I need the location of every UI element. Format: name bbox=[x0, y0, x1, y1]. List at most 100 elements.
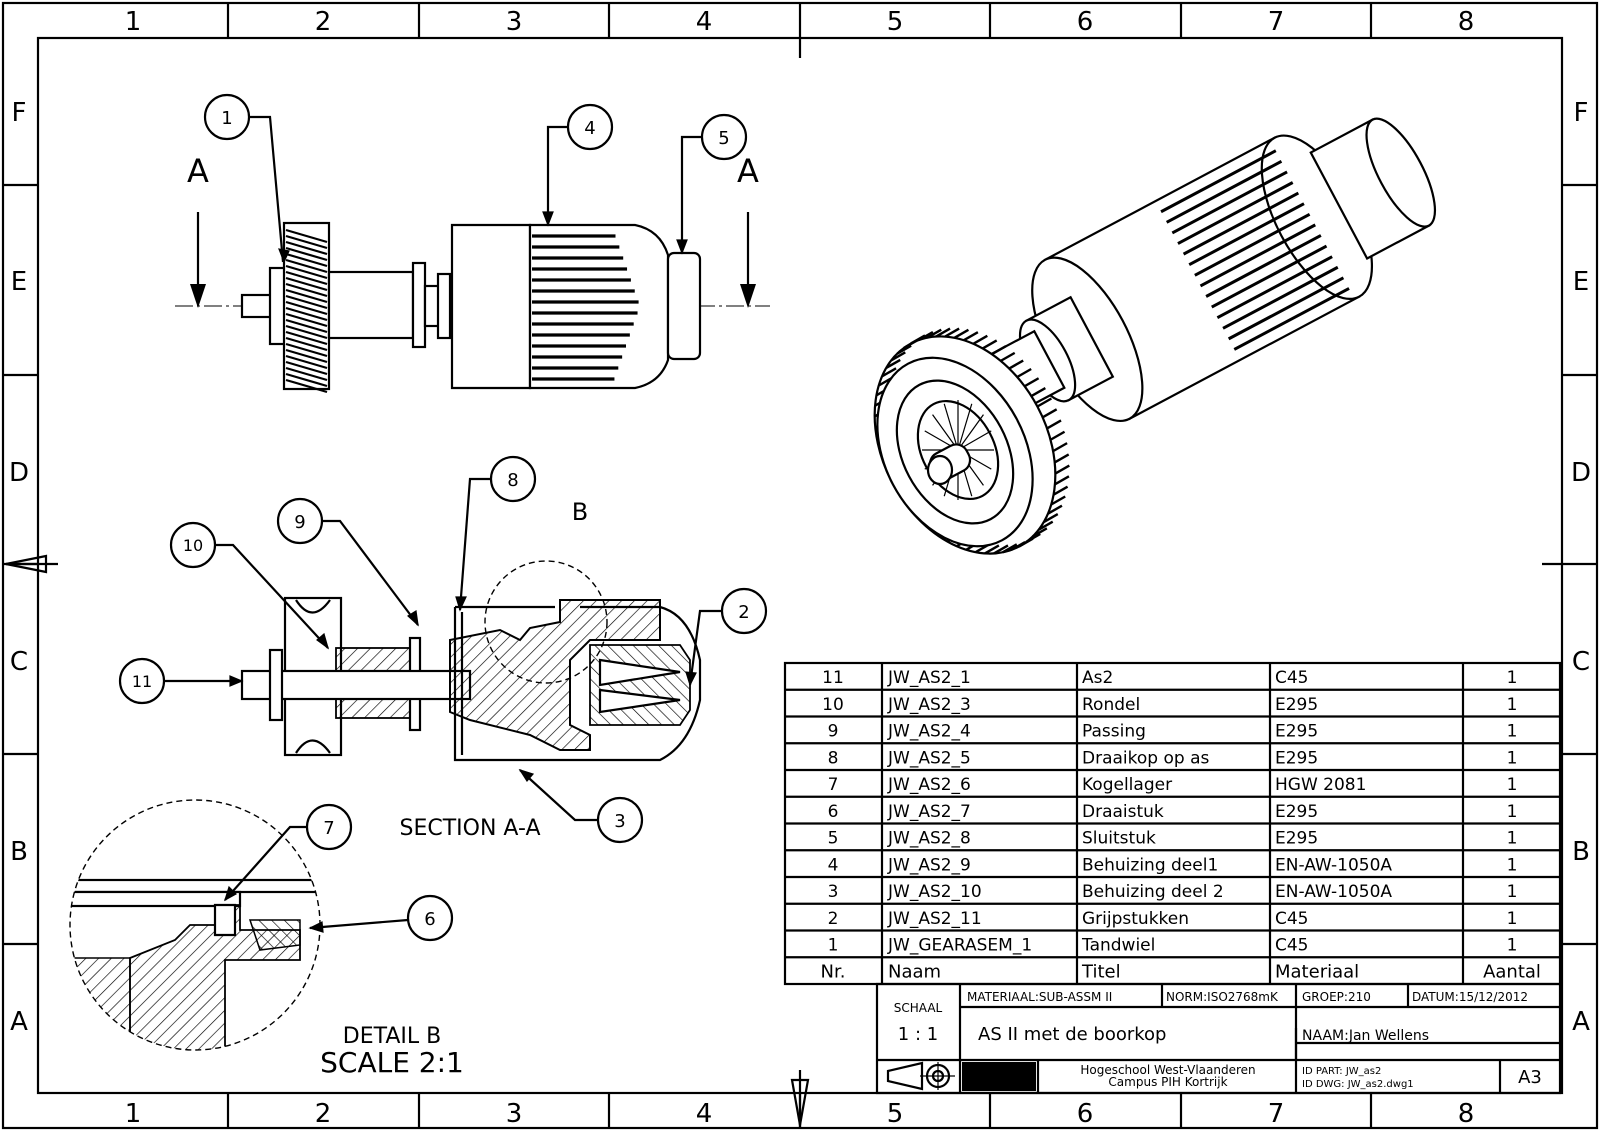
bom-cell-materiaal: E295 bbox=[1275, 802, 1318, 822]
bom-cell-materiaal: HGW 2081 bbox=[1275, 775, 1366, 795]
bom-cell-aantal: 1 bbox=[1507, 748, 1518, 768]
bom-cell-aantal: 1 bbox=[1507, 775, 1518, 795]
detail-scale: SCALE 2:1 bbox=[320, 1046, 464, 1079]
balloon-1: 1 bbox=[203, 93, 251, 141]
bom-cell-naam: JW_AS2_9 bbox=[887, 855, 971, 875]
bom-cell-titel: Rondel bbox=[1082, 695, 1140, 715]
bom-cell-nr: 11 bbox=[822, 668, 844, 688]
col-label-bottom: 2 bbox=[315, 1099, 332, 1129]
bom-cell-naam: JW_GEARASEM_1 bbox=[887, 936, 1032, 956]
bom-cell-naam: JW_AS2_4 bbox=[887, 722, 971, 742]
bom-cell-aantal: 1 bbox=[1507, 668, 1518, 688]
bom-cell-nr: 1 bbox=[828, 936, 839, 956]
bom-header-titel: Titel bbox=[1081, 961, 1121, 982]
bom-cell-aantal: 1 bbox=[1507, 936, 1518, 956]
svg-text:11: 11 bbox=[132, 672, 152, 691]
row-label-left: D bbox=[9, 458, 29, 488]
row-label-left: C bbox=[10, 647, 28, 677]
housing-part-3 bbox=[450, 223, 532, 390]
balloon-10: 10 bbox=[169, 521, 217, 569]
col-label-bottom: 7 bbox=[1268, 1099, 1285, 1129]
naam-field: NAAM:Jan Wellens bbox=[1302, 1028, 1429, 1044]
col-label-top: 8 bbox=[1458, 7, 1475, 37]
id-part: ID PART: JW_as2 bbox=[1302, 1066, 1381, 1077]
bom-header-materiaal: Materiaal bbox=[1275, 961, 1359, 982]
svg-text:9: 9 bbox=[294, 512, 305, 533]
svg-text:3: 3 bbox=[614, 811, 625, 832]
balloon-8: 8 bbox=[489, 455, 537, 503]
balloon-6: 6 bbox=[406, 894, 454, 942]
bom-cell-nr: 5 bbox=[828, 829, 839, 849]
bom-cell-aantal: 1 bbox=[1507, 722, 1518, 742]
svg-text:8: 8 bbox=[507, 470, 518, 491]
title-block: SCHAAL 1 : 1 MATERIAAL:SUB-ASSM II NORM:… bbox=[875, 982, 1562, 1095]
bom-header-aantal: Aantal bbox=[1483, 961, 1541, 982]
bom-cell-nr: 6 bbox=[828, 802, 839, 822]
detail-circle bbox=[484, 560, 608, 684]
bom-header-naam: Naam bbox=[888, 961, 941, 982]
bom-cell-materiaal: E295 bbox=[1275, 829, 1318, 849]
col-label-bottom: 8 bbox=[1458, 1099, 1475, 1129]
bom-cell-nr: 8 bbox=[828, 748, 839, 768]
id-dwg: ID DWG: JW_as2.dwg1 bbox=[1302, 1079, 1414, 1090]
svg-text:6: 6 bbox=[424, 909, 435, 930]
balloon-4: 4 bbox=[566, 103, 614, 151]
col-label-top: 3 bbox=[506, 7, 523, 37]
bom-cell-aantal: 1 bbox=[1507, 855, 1518, 875]
bom-cell-nr: 2 bbox=[828, 909, 839, 929]
balloon-9: 9 bbox=[276, 497, 324, 545]
bom-cell-naam: JW_AS2_8 bbox=[887, 829, 971, 849]
bom-cell-titel: Kogellager bbox=[1082, 775, 1172, 795]
col-label-top: 2 bbox=[315, 7, 332, 37]
bom-cell-aantal: 1 bbox=[1507, 882, 1518, 902]
bom-cell-materiaal: E295 bbox=[1275, 722, 1318, 742]
row-label-right: C bbox=[1572, 647, 1590, 677]
bom-cell-aantal: 1 bbox=[1507, 909, 1518, 929]
section-caption: SECTION A-A bbox=[400, 816, 541, 841]
row-label-right: D bbox=[1571, 458, 1591, 488]
drawing-title: AS II met de boorkop bbox=[978, 1024, 1166, 1045]
col-label-bottom: 1 bbox=[125, 1099, 142, 1129]
bom-cell-materiaal: C45 bbox=[1275, 936, 1309, 956]
zone-labels: 1 2 3 4 5 6 7 8 1 2 3 4 5 6 7 8 F E D C … bbox=[9, 7, 1591, 1129]
bom-cell-titel: Behuizing deel1 bbox=[1082, 855, 1218, 875]
bom-cell-materiaal: C45 bbox=[1275, 909, 1309, 929]
svg-text:4: 4 bbox=[584, 118, 595, 139]
balloons: 1 2 3 4 5 6 7 8 9 10 11 bbox=[118, 93, 768, 942]
col-label-bottom: 6 bbox=[1077, 1099, 1094, 1129]
bom-cell-titel: As2 bbox=[1082, 668, 1113, 688]
bom-row: 2 JW_AS2_11 Grijpstukken C45 1 bbox=[828, 909, 1518, 929]
isometric-view bbox=[873, 117, 1437, 555]
row-label-left: A bbox=[10, 1007, 28, 1037]
col-label-bottom: 4 bbox=[696, 1099, 713, 1129]
bom-cell-naam: JW_AS2_6 bbox=[887, 775, 971, 795]
bom-cell-titel: Draaistuk bbox=[1082, 802, 1164, 822]
balloon-5: 5 bbox=[700, 113, 748, 161]
bom-cell-aantal: 1 bbox=[1507, 802, 1518, 822]
bom-cell-aantal: 1 bbox=[1507, 829, 1518, 849]
svg-text:1: 1 bbox=[221, 108, 232, 129]
detail-caption: DETAIL B bbox=[343, 1024, 441, 1049]
bom-cell-materiaal: EN-AW-1050A bbox=[1275, 855, 1392, 875]
bom-cell-nr: 7 bbox=[828, 775, 839, 795]
bom-cell-naam: JW_AS2_11 bbox=[887, 909, 982, 929]
schaal-label: SCHAAL bbox=[894, 1001, 943, 1015]
row-label-left: B bbox=[10, 837, 28, 867]
row-label-right: E bbox=[1573, 267, 1589, 297]
detail-view: DETAIL B SCALE 2:1 bbox=[69, 799, 464, 1079]
norm-field: NORM:ISO2768mK bbox=[1166, 990, 1279, 1004]
groep-field: GROEP:210 bbox=[1302, 990, 1371, 1004]
bom-cell-nr: 10 bbox=[822, 695, 844, 715]
bom-cell-titel: Draaikop op as bbox=[1082, 748, 1209, 768]
svg-text:2: 2 bbox=[738, 602, 749, 623]
bom-cell-titel: Grijpstukken bbox=[1082, 909, 1189, 929]
bom-cell-naam: JW_AS2_10 bbox=[887, 882, 982, 902]
bom-cell-materiaal: C45 bbox=[1275, 668, 1309, 688]
